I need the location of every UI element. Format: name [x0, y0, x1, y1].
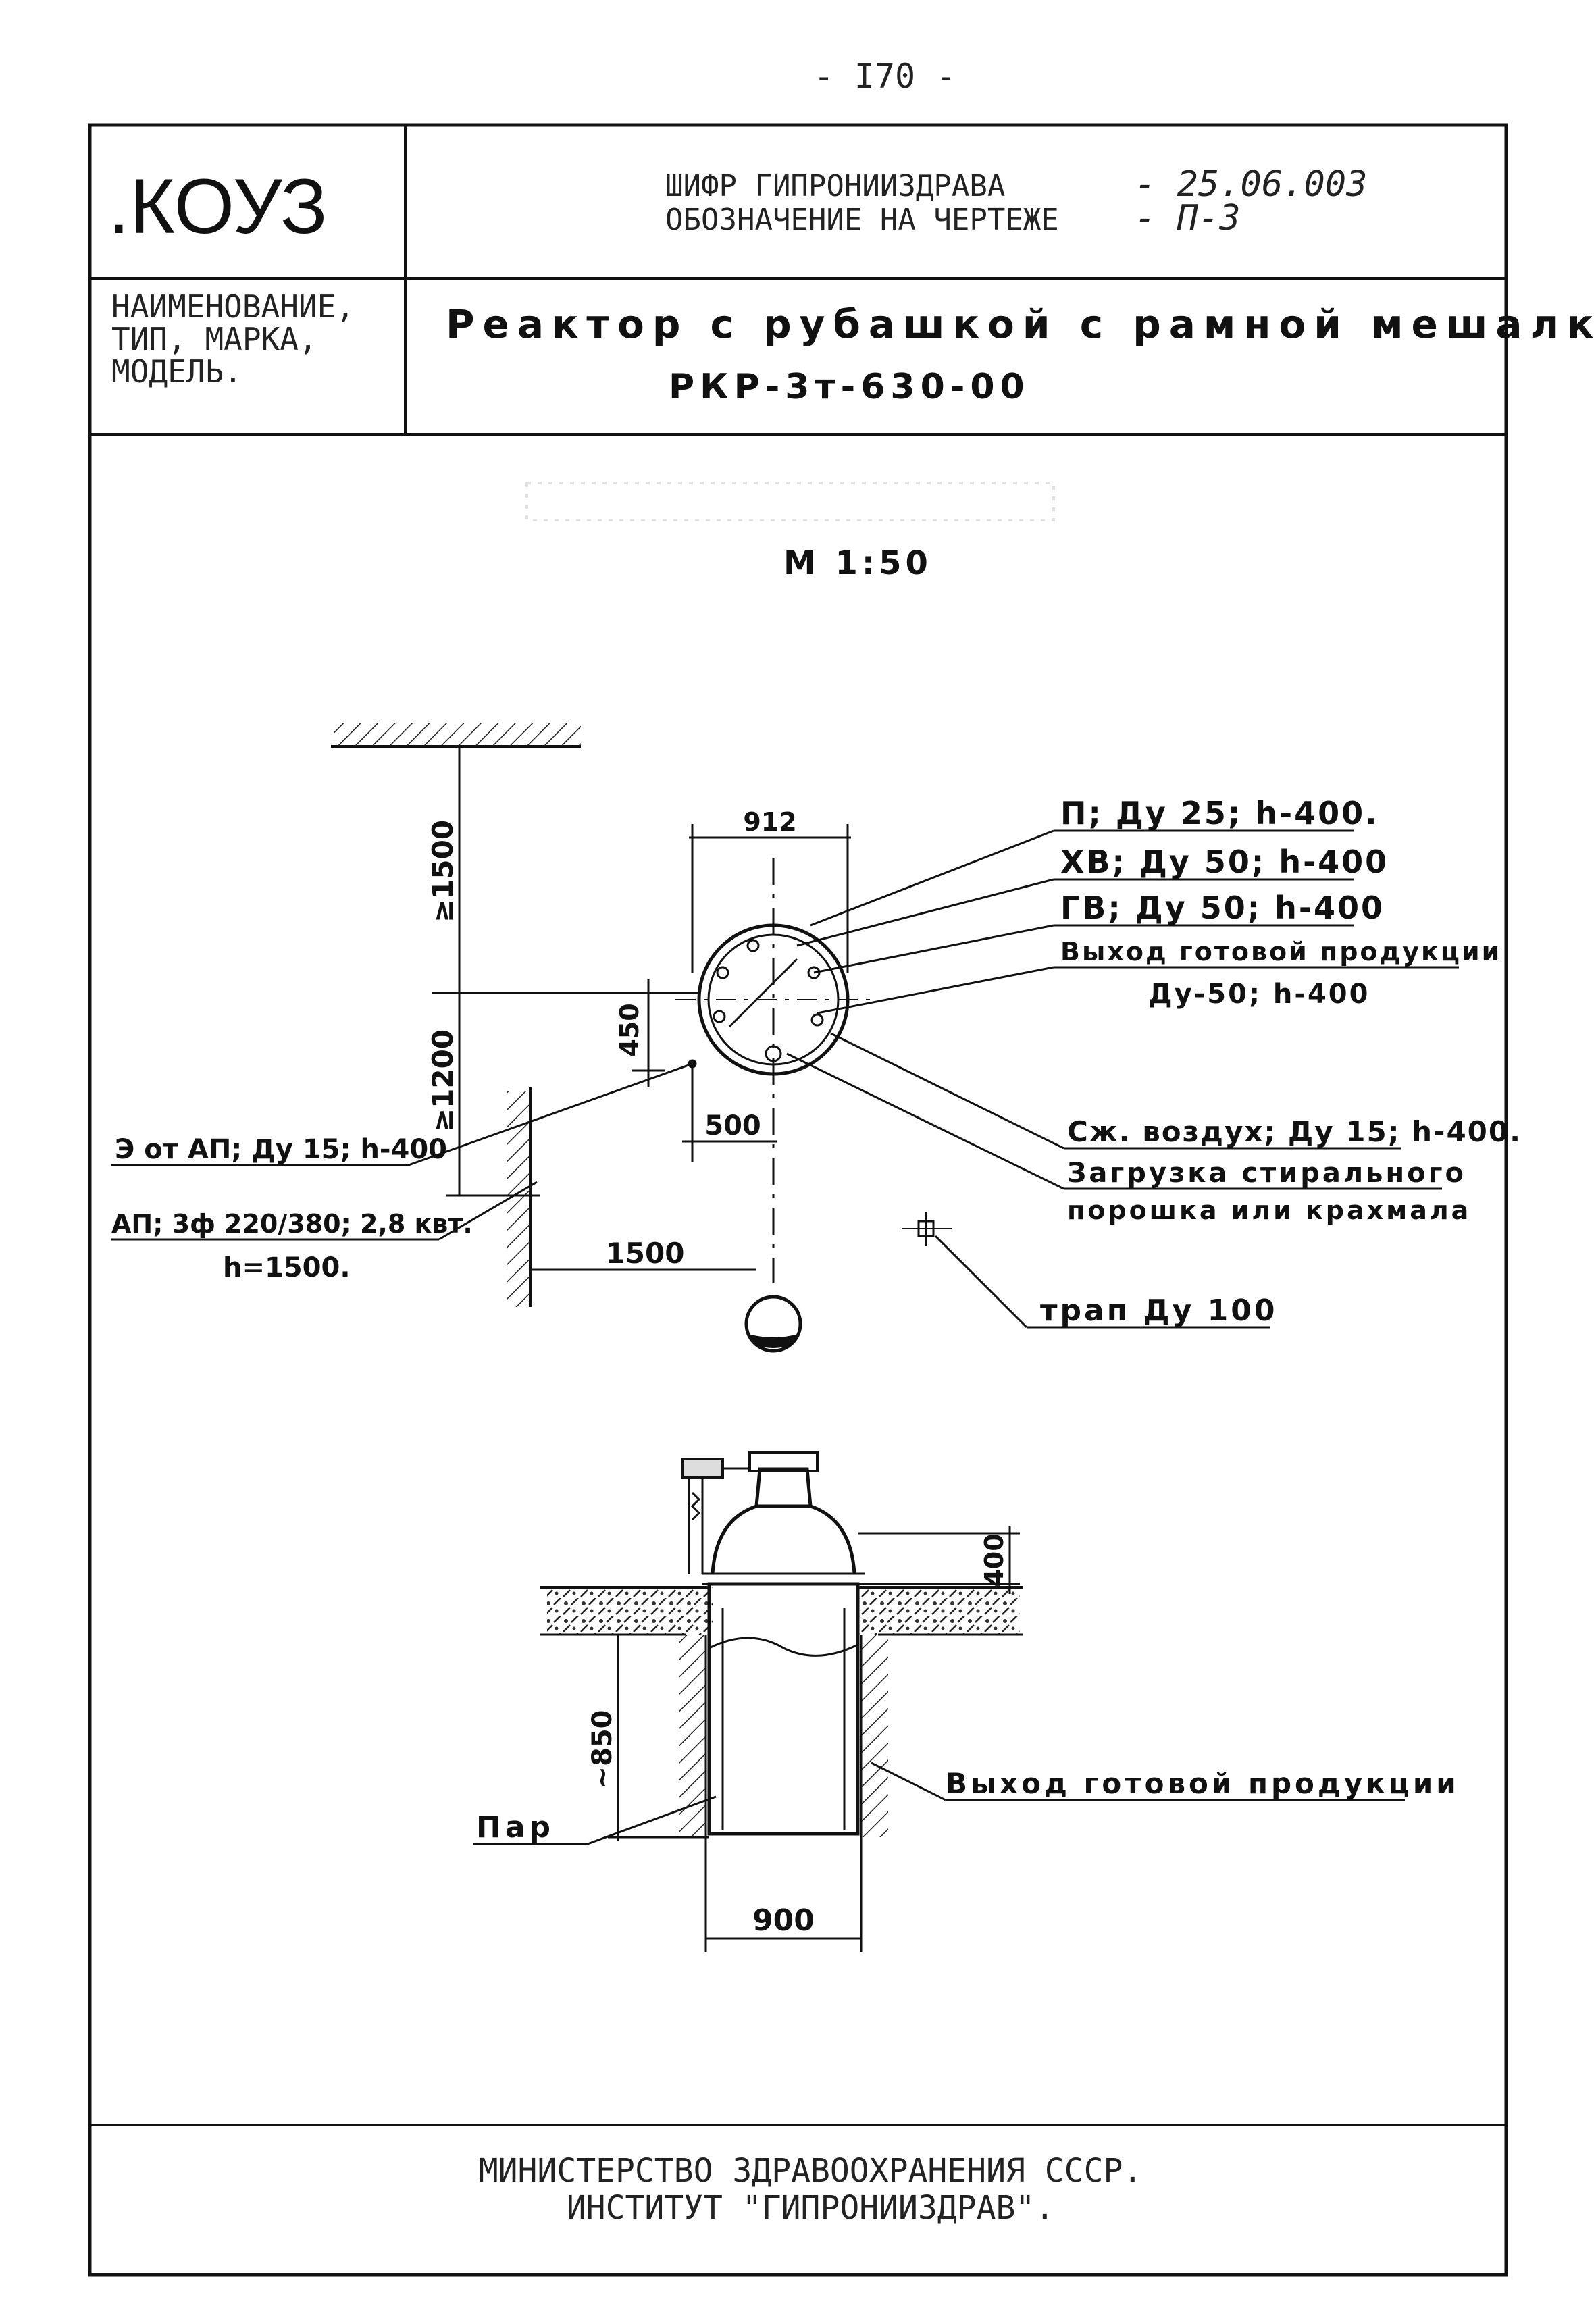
callout-product-out-1: Выход готовой продукции [1060, 937, 1501, 967]
designation-label: ОБОЗНАЧЕНИЕ НА ЧЕРТЕЖЕ [665, 203, 1059, 237]
faded-title [525, 482, 1055, 521]
callout-cold-water: ХВ; Ду 50; h-400 [1060, 844, 1389, 880]
cipher-value: - 25.06.003 [1135, 164, 1367, 205]
callout-section-product-out: Выход готовой продукции [946, 1767, 1460, 1800]
equipment-name: Реактор с рубашкой с рамной мешалкой [446, 301, 1596, 347]
equipment-model: РКР-3т-630-00 [669, 367, 1030, 407]
callout-electric-3: h=1500. [223, 1252, 351, 1283]
dim-900: 900 [752, 1903, 815, 1938]
callout-compressed-air: Сж. воздух; Ду 15; h-400. [1067, 1115, 1522, 1148]
designation-value: - П-3 [1135, 198, 1241, 238]
name-label-line-3: МОДЕЛЬ. [111, 353, 242, 390]
dim-450: 450 [615, 1003, 644, 1056]
dim-400: 400 [979, 1533, 1009, 1587]
dim-1500-left: ≥1500 [426, 820, 459, 923]
callout-electric-2: АП; 3ф 220/380; 2,8 квт. [111, 1209, 473, 1239]
page-number: - I70 - [814, 57, 956, 96]
dim-912: 912 [743, 807, 796, 837]
callout-loading-1: Загрузка стирального [1067, 1158, 1466, 1189]
footer-institute: ИНСТИТУТ "ГИПРОНИИЗДРАВ". [567, 2189, 1054, 2227]
section-view [473, 1451, 1405, 1952]
name-label-line-1: НАИМЕНОВАНИЕ, [111, 288, 355, 325]
dim-1500: 1500 [606, 1237, 685, 1270]
callout-steam-inlet: П; Ду 25; h-400. [1060, 795, 1379, 831]
cipher-label: ШИФР ГИПРОНИИЗДРАВА [665, 169, 1005, 203]
logo: .КОУЗ [108, 163, 328, 250]
callout-electric-1: Э от АП; Ду 15; h-400 [115, 1134, 447, 1165]
sheet-frame [88, 123, 1508, 2277]
callout-hot-water: ГВ; Ду 50; h-400 [1060, 890, 1385, 926]
name-label-line-2: ТИП, МАРКА, [111, 321, 317, 357]
callout-loading-2: порошка или крахмала [1067, 1195, 1471, 1225]
footer-ministry: МИНИСТЕРСТВО ЗДРАВООХРАНЕНИЯ СССР. [479, 2152, 1143, 2190]
plan-view [111, 723, 1459, 1353]
dim-1200-left: ≥1200 [426, 1029, 459, 1132]
dim-500: 500 [704, 1110, 761, 1141]
callout-section-steam: Пар [476, 1810, 555, 1845]
drawing-scale: М 1:50 [783, 544, 932, 582]
callout-product-out-2: Ду-50; h-400 [1148, 979, 1370, 1010]
callout-floor-drain: трап Ду 100 [1040, 1293, 1277, 1328]
dim-850: ~850 [587, 1709, 618, 1789]
